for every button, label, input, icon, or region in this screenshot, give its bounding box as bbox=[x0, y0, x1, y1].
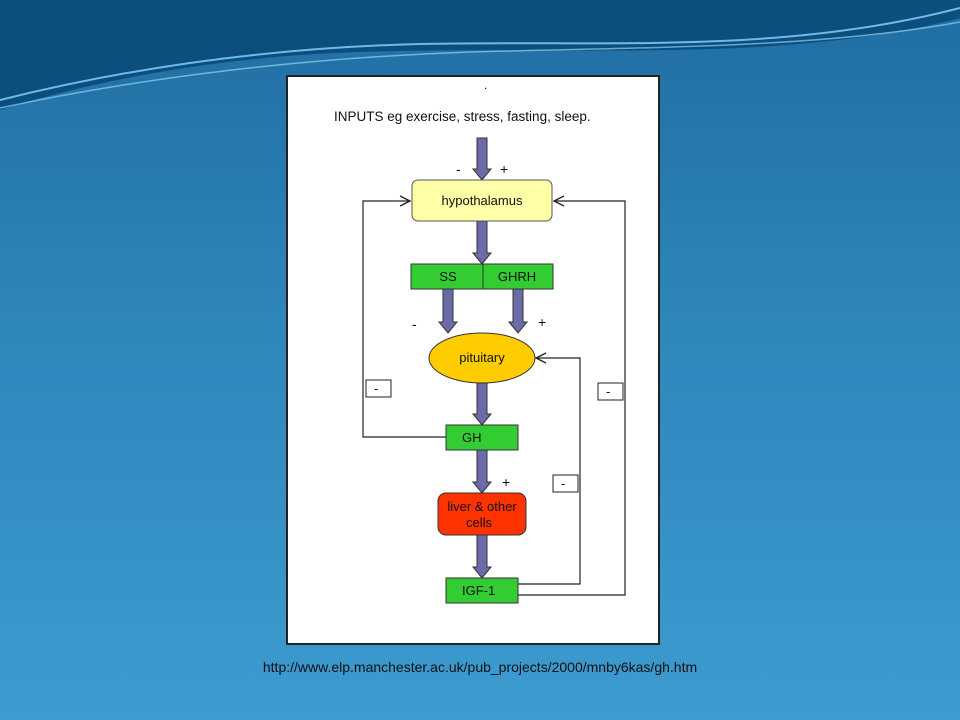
minus-box-gh-feedback bbox=[365, 379, 392, 398]
top-dot: . bbox=[484, 78, 487, 92]
pituitary-label: pituitary bbox=[459, 350, 505, 365]
sign-inputs-minus: - bbox=[456, 161, 461, 177]
liver-box bbox=[437, 492, 527, 536]
arrow-pituitary-gh bbox=[471, 382, 493, 426]
igf1-box bbox=[445, 577, 519, 604]
sign-ghrh-plus: + bbox=[538, 314, 546, 330]
thick-arrows bbox=[437, 137, 529, 579]
arrow-liver-igf1 bbox=[471, 534, 493, 579]
hypothalamus-box bbox=[411, 179, 553, 222]
gh-label: GH bbox=[462, 430, 482, 445]
minus-box-igf1-inner bbox=[552, 474, 579, 493]
source-url: http://www.elp.manchester.ac.uk/pub_proj… bbox=[262, 659, 698, 675]
feedback-line-igf1-hypothalamus bbox=[518, 201, 626, 596]
liver-label-line1: liver & other bbox=[447, 499, 517, 514]
inputs-text: INPUTS eg exercise, stress, fasting, sle… bbox=[334, 109, 591, 124]
arrow-ss-pituitary bbox=[437, 288, 459, 334]
sign-gh-plus: + bbox=[502, 474, 510, 490]
arrow-ghrh-pituitary bbox=[507, 288, 529, 334]
ghrh-label: GHRH bbox=[498, 269, 536, 284]
liver-label-line2: cells bbox=[466, 515, 493, 530]
pituitary-ellipse bbox=[428, 332, 536, 384]
arrow-inputs-hypothalamus bbox=[471, 137, 493, 181]
sign-igf1-outer: - bbox=[606, 384, 610, 399]
ghrh-box bbox=[482, 263, 554, 290]
feedback-line-igf1-pituitary bbox=[518, 358, 581, 585]
gh-box bbox=[445, 424, 519, 451]
hypothalamus-label: hypothalamus bbox=[442, 193, 523, 208]
ss-label: SS bbox=[439, 269, 457, 284]
sign-gh-feedback: - bbox=[374, 381, 378, 396]
igf1-label: IGF-1 bbox=[462, 583, 495, 598]
feedback-line-gh-hypothalamus bbox=[362, 201, 446, 438]
gh-regulation-diagram: . INPUTS eg exercise, stress, fasting, s… bbox=[334, 78, 626, 604]
arrow-hypothalamus-factors bbox=[471, 220, 493, 265]
minus-box-igf1-outer bbox=[597, 382, 624, 401]
sign-ss-minus: - bbox=[412, 316, 417, 332]
sign-igf1-inner: - bbox=[561, 476, 565, 491]
diagram-panel: . INPUTS eg exercise, stress, fasting, s… bbox=[286, 75, 660, 645]
arrow-gh-liver bbox=[471, 449, 493, 494]
background-waves bbox=[0, 0, 960, 110]
sign-inputs-plus: + bbox=[500, 161, 508, 177]
